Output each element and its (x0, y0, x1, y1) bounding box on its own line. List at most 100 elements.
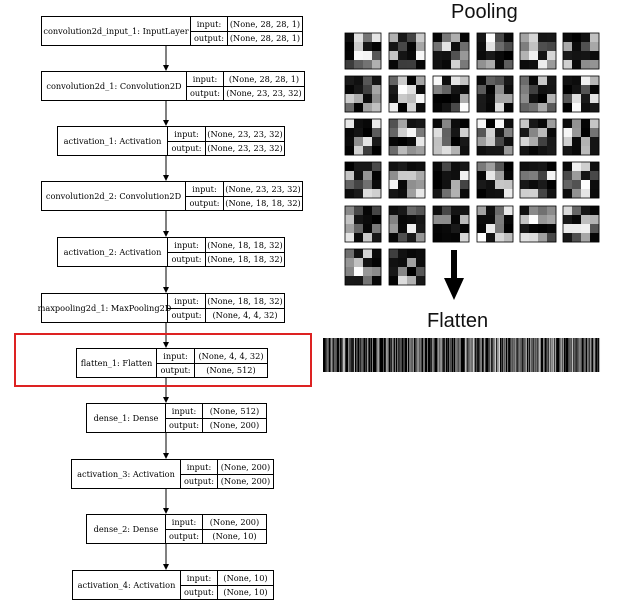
feature-map (344, 205, 382, 243)
feature-map (562, 32, 600, 70)
layer-output-row: output:(None, 28, 28, 1) (191, 30, 302, 45)
input-shape: (None, 18, 18, 32) (207, 295, 283, 306)
edge-arrowhead (163, 508, 169, 514)
output-shape: (None, 10) (212, 531, 257, 542)
output-label: output: (157, 363, 195, 377)
feature-map (476, 161, 514, 199)
output-label: output: (181, 585, 218, 599)
layer-name: activation_1: Activation (58, 127, 168, 155)
flatten-highlight-box (14, 333, 312, 387)
layer-output-row: output:(None, 18, 18, 32) (168, 251, 284, 266)
layer-name: dense_1: Dense (87, 404, 166, 432)
layer-name: activation_2: Activation (58, 238, 168, 266)
feature-map (562, 118, 600, 156)
feature-map (476, 205, 514, 243)
layer-input-row: input:(None, 200) (166, 515, 266, 529)
edge-arrowhead (163, 342, 169, 348)
feature-map (519, 205, 557, 243)
output-shape: (None, 512) (206, 365, 256, 376)
feature-map (432, 118, 470, 156)
output-shape: (None, 23, 23, 32) (207, 143, 283, 154)
layer-output-row: output: (None, 10) (181, 584, 273, 599)
feature-map (388, 32, 426, 70)
layer-input-row: input:(None, 4, 4, 32) (157, 349, 267, 363)
layer-output-row: output:(None, 10) (166, 528, 266, 543)
output-label: output: (191, 31, 228, 45)
layer-output-row: output:(None, 23, 23, 32) (168, 140, 284, 155)
output-label: output: (181, 474, 218, 488)
feature-map (388, 248, 426, 286)
layer-output-row: output:(None, 200) (181, 473, 273, 488)
feature-map (519, 75, 557, 113)
output-label: output: (186, 196, 224, 210)
layer-name: dense_2: Dense (87, 515, 166, 543)
input-shape: (None, 18, 18, 32) (207, 239, 283, 250)
output-label: output: (168, 308, 206, 322)
layer-name: convolution2d_2: Convolution2D (42, 182, 186, 210)
feature-map (476, 118, 514, 156)
feature-map (344, 32, 382, 70)
edge-arrowhead (163, 287, 169, 293)
input-shape: (None, 28, 28, 1) (229, 18, 301, 29)
layer-name: convolution2d_1: Convolution2D (42, 72, 187, 100)
feature-map (562, 205, 600, 243)
feature-map (432, 32, 470, 70)
feature-map (344, 75, 382, 113)
feature-map (388, 205, 426, 243)
feature-map (344, 118, 382, 156)
feature-map (388, 75, 426, 113)
input-label: input: (157, 349, 195, 363)
feature-map (562, 161, 600, 199)
input-label: input: (186, 182, 224, 196)
feature-map (344, 248, 382, 286)
input-label: input: (168, 238, 206, 252)
feature-map (344, 161, 382, 199)
input-label: input: (166, 404, 203, 418)
pooling-title: Pooling (451, 1, 518, 23)
edge-arrowhead (163, 175, 169, 181)
output-shape: (None, 200) (220, 476, 271, 487)
feature-map (476, 32, 514, 70)
layer-output-row: output:(None, 23, 23, 32) (187, 85, 304, 100)
feature-map (432, 75, 470, 113)
input-shape: (None, 200) (220, 461, 271, 472)
input-shape: (None, 23, 23, 32) (207, 128, 283, 139)
layer-input-row: input:(None, 18, 18, 32) (168, 294, 284, 308)
edge-arrowhead (163, 564, 169, 570)
flatten-title: Flatten (427, 310, 489, 332)
output-shape: (None, 23, 23, 32) (226, 88, 302, 99)
layer-input-row: input:(None, 23, 23, 32) (186, 182, 302, 196)
layer-input-row: input:(None, 23, 23, 32) (168, 127, 284, 141)
output-shape: (None, 18, 18, 32) (225, 198, 301, 209)
feature-map (388, 118, 426, 156)
edge-arrowhead (163, 397, 169, 403)
edge-arrowhead (163, 120, 169, 126)
edge-arrowhead (163, 231, 169, 237)
input-shape: (None, 512) (209, 405, 260, 416)
layer-name: flatten_1: Flatten (77, 349, 157, 377)
layer-name: convolution2d_input_1: InputLayer (42, 17, 191, 45)
layer-input-row: input:(None, 18, 18, 32) (168, 238, 284, 252)
input-label: input: (181, 571, 218, 585)
feature-map (519, 161, 557, 199)
output-shape: (None, 10) (223, 587, 268, 598)
output-shape: (None, 4, 4, 32) (212, 310, 278, 321)
input-shape: (None, 28, 28, 1) (228, 73, 300, 84)
input-shape: (None, 10) (223, 572, 268, 583)
layer-output-row: output:(None, 18, 18, 32) (186, 195, 302, 210)
edge-arrowhead (163, 453, 169, 459)
output-label: output: (187, 86, 224, 100)
layer-input-row: input: (None, 10) (181, 571, 273, 585)
feature-map (519, 32, 557, 70)
feature-map (432, 161, 470, 199)
